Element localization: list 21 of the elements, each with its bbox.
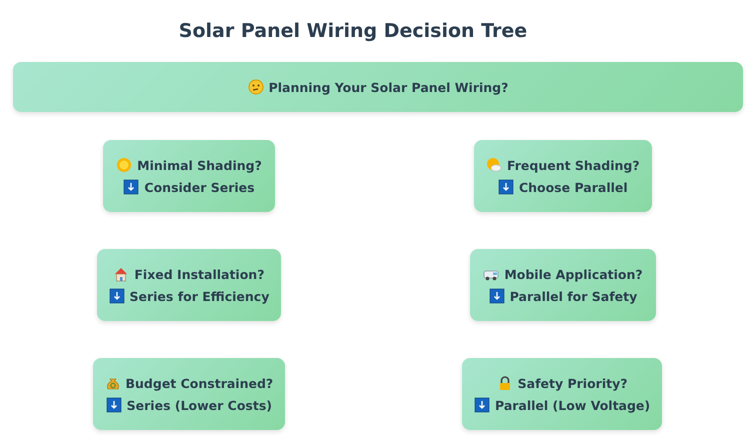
- recommendation-text: Series (Lower Costs): [126, 398, 272, 412]
- decision-card: [474, 140, 652, 212]
- decision-card: [462, 358, 662, 430]
- decision-card: [103, 140, 275, 212]
- question-text: Safety Priority?: [518, 376, 628, 390]
- recommendation-text: Series for Efficiency: [130, 288, 270, 304]
- question-text: Planning Your Solar Panel Wiring?: [268, 80, 508, 94]
- recommendation-text: Parallel (Low Voltage): [495, 398, 650, 412]
- recommendation-text: Parallel for Safety: [510, 288, 638, 304]
- recommendation-text: Choose Parallel: [518, 180, 628, 194]
- question-text: Frequent Shading?: [507, 158, 640, 172]
- decision-card: [92, 358, 286, 430]
- diagram-title: Solar Panel Wiring Decision Tree: [178, 20, 528, 42]
- question-text: Fixed Installation?: [134, 266, 264, 282]
- question-text: Minimal Shading?: [137, 158, 262, 172]
- question-text: Budget Constrained?: [126, 376, 274, 390]
- decision-card: [470, 249, 656, 321]
- question-text: Mobile Application?: [504, 266, 643, 282]
- question-banner: [13, 62, 743, 112]
- recommendation-text: Consider Series: [144, 180, 255, 194]
- decision-card: [96, 249, 282, 321]
